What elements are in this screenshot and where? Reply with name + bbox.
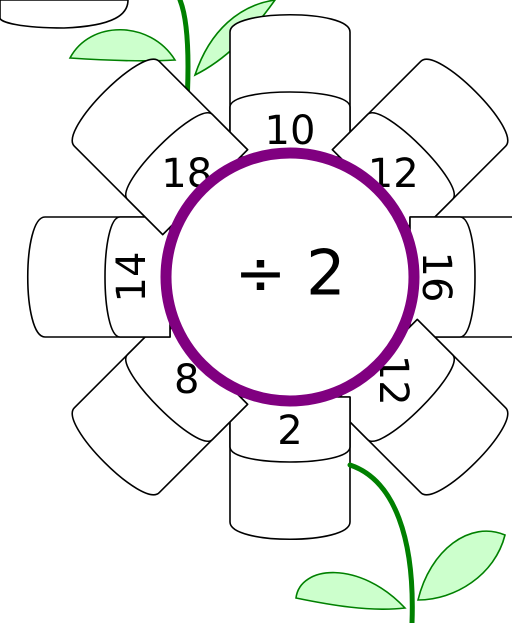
- petal-number-bottom: 2: [277, 408, 302, 454]
- center-operation: ÷ 2: [234, 237, 345, 310]
- bottom-stem: [295, 462, 506, 623]
- petal-number-top: 10: [265, 108, 316, 154]
- stray-petal: [0, 0, 129, 29]
- leaf: [295, 571, 407, 610]
- petals: 10 12 16 12 2 8 14 18 ÷ 2: [27, 14, 512, 540]
- leaf: [68, 29, 177, 62]
- leaf: [416, 530, 506, 601]
- petal-number-right: 16: [413, 252, 459, 303]
- center-ring: [160, 147, 420, 407]
- petal-number-left: 14: [109, 252, 155, 303]
